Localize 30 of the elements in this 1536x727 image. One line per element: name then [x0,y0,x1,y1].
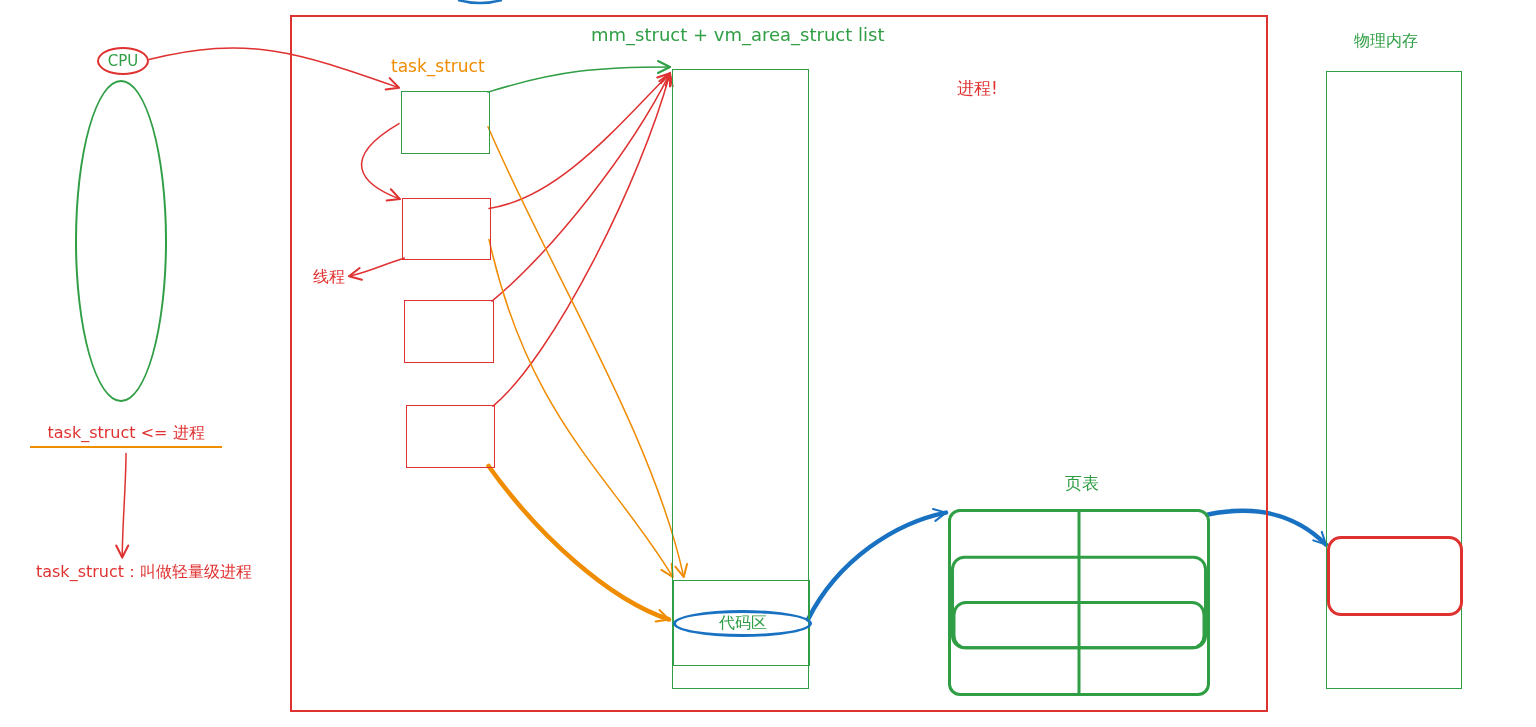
thread-box [404,300,494,363]
column-title: mm_struct + vm_area_struct list [591,24,885,45]
text-label: task_struct：叫做轻量级进程 [8,560,280,585]
arrow [492,72,674,407]
table-title: 页表 [1065,472,1099,495]
arrow [487,126,688,578]
arrow [491,72,671,302]
column-title: 物理内存 [1354,31,1418,52]
text-label: 线程 [307,265,351,289]
cpu-ellipse: CPU [97,47,149,75]
arrow [1205,508,1329,547]
arrow [115,452,130,559]
code-segment-box [673,580,810,666]
thread-box [406,405,495,468]
arrow [148,47,400,91]
box-title: task_struct [391,56,485,76]
memory-block [1327,536,1463,616]
frame-label: 进程! [957,77,998,100]
arrow [348,257,406,281]
arrow [486,463,672,622]
arrow [487,60,671,93]
arrow [805,508,949,622]
arrow [488,238,674,578]
underlined-label: task_struct <= 进程 [30,420,222,448]
arrow [360,122,401,202]
arrow [488,72,671,210]
code-area-ellipse: 代码区 [673,610,812,637]
thread-box [402,198,491,260]
ellipse [75,80,167,402]
process-frame [290,15,1268,712]
